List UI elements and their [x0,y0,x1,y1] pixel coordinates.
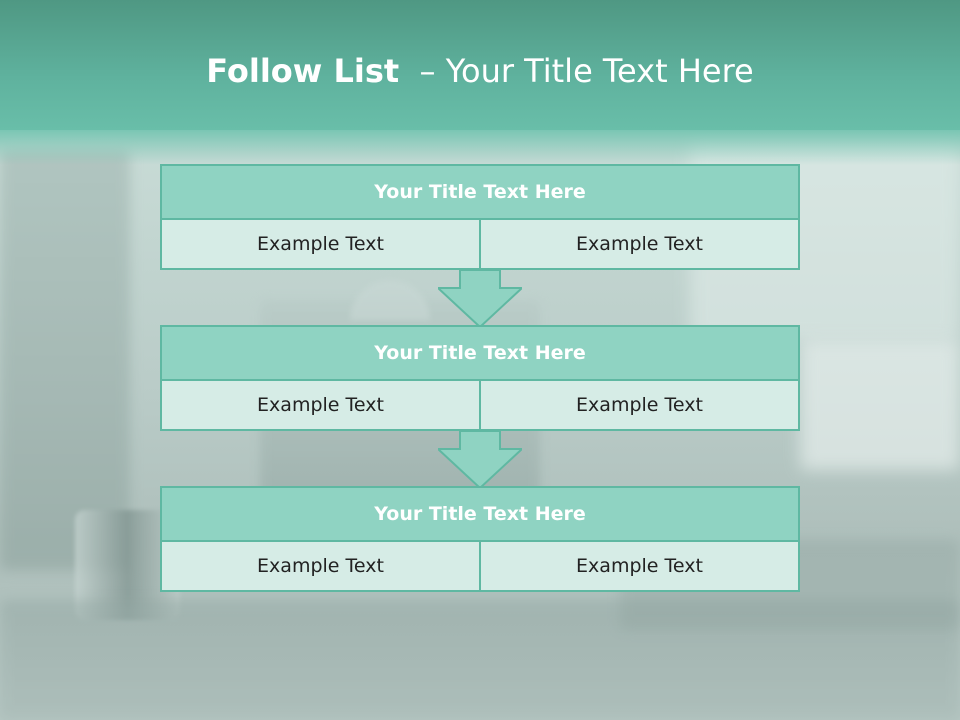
block-cell-left: Example Text [160,381,481,431]
page-title-rest: – Your Title Text Here [399,52,754,90]
block-title: Your Title Text Here [160,486,800,542]
list-block-2: Your Title Text Here Example Text Exampl… [160,325,800,431]
block-row: Example Text Example Text [160,542,800,592]
page-title-strong: Follow List [206,52,400,90]
background-pot-lid [350,280,430,320]
block-cell-right: Example Text [481,542,800,592]
list-block-1: Your Title Text Here Example Text Exampl… [160,164,800,270]
title-band [0,0,960,165]
block-cell-right: Example Text [481,381,800,431]
down-arrow-icon [438,270,522,328]
background-cabinet [0,150,130,570]
page-title: Follow List – Your Title Text Here [0,52,960,90]
block-cell-right: Example Text [481,220,800,270]
block-title: Your Title Text Here [160,325,800,381]
block-row: Example Text Example Text [160,220,800,270]
block-row: Example Text Example Text [160,381,800,431]
block-title: Your Title Text Here [160,164,800,220]
list-block-3: Your Title Text Here Example Text Exampl… [160,486,800,592]
down-arrow-icon [438,431,522,489]
background-counter [0,600,960,720]
background-window-lower [800,340,960,470]
block-cell-left: Example Text [160,220,481,270]
block-cell-left: Example Text [160,542,481,592]
